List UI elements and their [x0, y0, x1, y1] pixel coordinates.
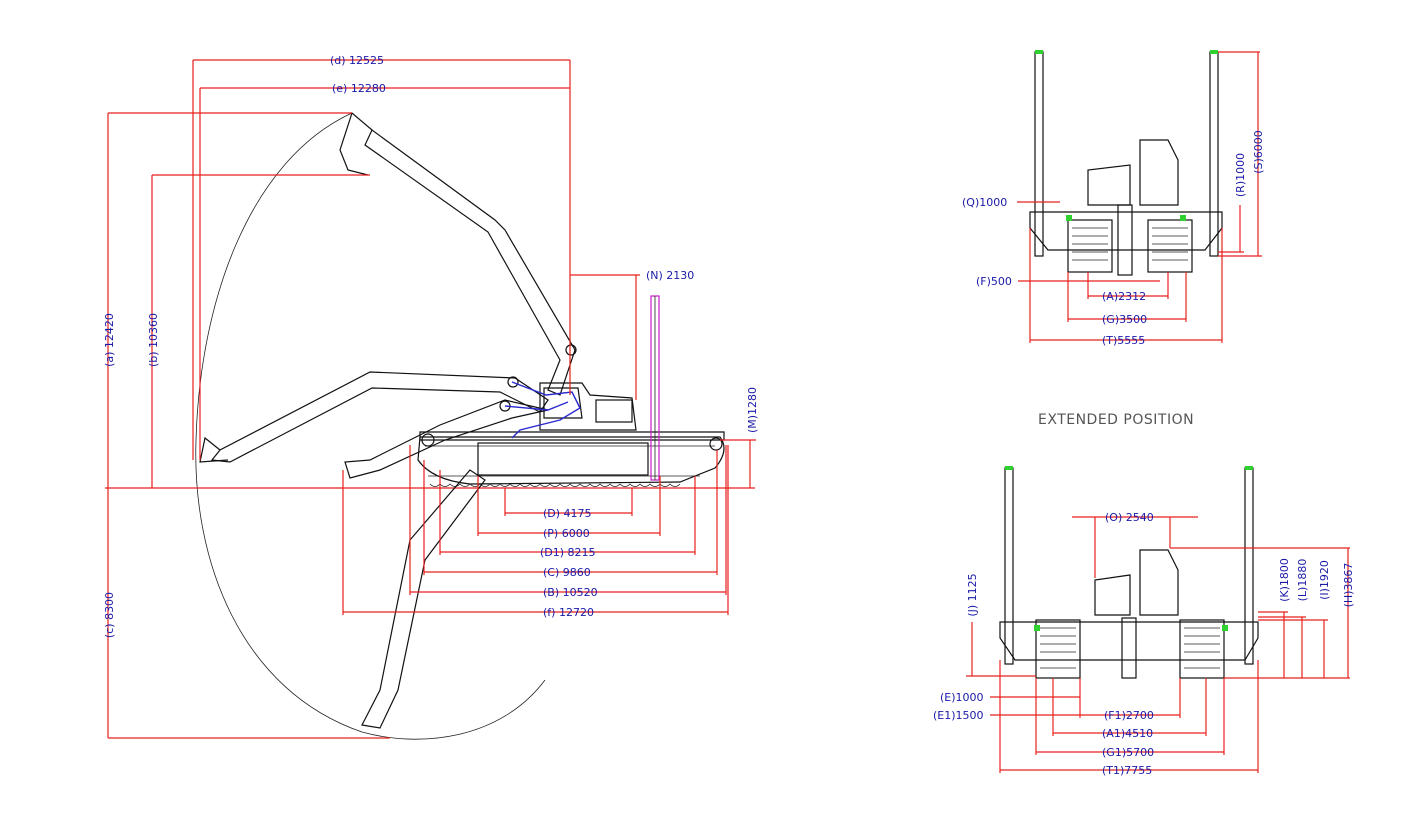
dim-f: (f) 12720	[543, 606, 594, 619]
dim-A: (A)2312	[1102, 290, 1146, 303]
pontoon-track	[417, 431, 725, 487]
front-view-retracted: (Q)1000 (F)500 (A)2312 (G)3500 (T)5555 (…	[962, 50, 1265, 347]
dim-D1: (D1) 8215	[540, 546, 596, 559]
boom-low	[344, 399, 549, 729]
dim-F: (F)500	[976, 275, 1012, 288]
dim-H: (H)3867	[1342, 563, 1355, 608]
dim-E1: (E1)1500	[933, 709, 984, 722]
dim-b: (b) 10360	[147, 313, 160, 367]
dim-e: (e) 12280	[332, 82, 386, 95]
dim-J: (J) 1125	[966, 573, 979, 616]
dim-C: (C) 9860	[543, 566, 591, 579]
dim-G: (G)3500	[1102, 313, 1147, 326]
front-view-extended: (O) 2540 (J) 1125 (K)1800 (L)1880 (I)192…	[933, 466, 1355, 777]
dim-N: (N) 2130	[646, 269, 694, 282]
dim-a: (a) 12420	[103, 313, 116, 367]
dim-S: (S)6000	[1252, 130, 1265, 174]
dim-A1: (A1)4510	[1102, 727, 1153, 740]
dim-T: (T)5555	[1102, 334, 1145, 347]
extended-position-caption: EXTENDED POSITION	[1038, 412, 1194, 428]
dim-T1: (T1)7755	[1102, 764, 1152, 777]
boom-horizontal	[199, 371, 549, 463]
dim-R: (R)1000	[1234, 153, 1247, 197]
side-view: (d) 12525 (e) 12280 (a) 12420 (b) 10360 …	[103, 54, 759, 740]
dim-D: (D) 4175	[543, 507, 592, 520]
dim-L: (L)1880	[1296, 559, 1309, 602]
dim-I: (I)1920	[1318, 560, 1331, 600]
upper-house	[539, 382, 637, 431]
dim-O: (O) 2540	[1105, 511, 1154, 524]
dim-K: (K)1800	[1278, 558, 1291, 602]
boom-high	[339, 111, 577, 396]
dim-d: (d) 12525	[330, 54, 384, 67]
dim-G1: (G1)5700	[1102, 746, 1154, 759]
dim-Q: (Q)1000	[962, 196, 1007, 209]
dim-B: (B) 10520	[543, 586, 598, 599]
dim-M: (M)1280	[746, 387, 759, 433]
dim-E: (E)1000	[940, 691, 984, 704]
dim-F1: (F1)2700	[1104, 709, 1154, 722]
dim-P: (P) 6000	[543, 527, 590, 540]
dim-c: (c) 8300	[103, 592, 116, 638]
